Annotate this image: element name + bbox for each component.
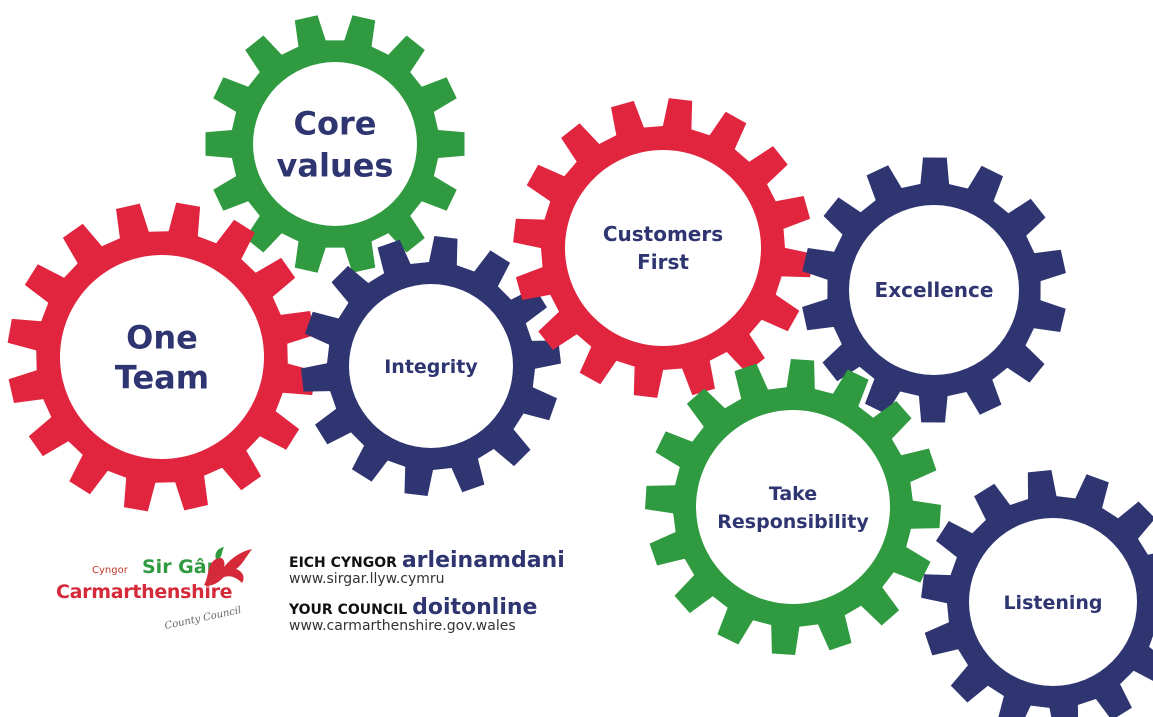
gear-listening-center [969,518,1137,686]
welsh-prefix: EICH CYNGOR [289,555,397,571]
welsh-url: www.sirgar.llyw.cymru [289,571,445,587]
dragon-icon [204,547,252,586]
gear-one-team-label: Team [115,359,209,397]
gear-excellence-label: Excellence [875,278,994,302]
english-url: www.carmarthenshire.gov.wales [289,618,516,634]
english-slogan: YOUR COUNCIL doitonline [289,595,609,620]
gear-excellence: Excellence [802,157,1066,423]
gear-customers-first-label: First [637,250,689,274]
gear-one-team-center [60,255,264,459]
do-it-online-block: EICH CYNGOR arleinamdani www.sirgar.llyw… [289,548,609,634]
gear-core-values-label: values [277,147,394,185]
gear-listening-label: Listening [1003,592,1102,614]
carmarthenshire-logo: Cyngor Sir Gâr Carmarthenshire County Co… [56,545,266,645]
gear-one-team-label: One [126,319,198,357]
gear-take-responsibility-label: Responsibility [717,511,869,533]
english-brand: doitonline [412,595,538,620]
welsh-brand: arleinamdani [401,548,565,573]
gear-core-values-center [253,62,417,226]
gear-core-values: Core values [205,15,465,273]
english-prefix: YOUR COUNCIL [289,602,408,618]
gear-customers-first-label: Customers [603,222,723,246]
logo-county-council-text: County Council [163,605,243,632]
gear-integrity: Integrity [301,236,561,496]
logo-sir-gar-text: Sir Gâr [142,556,216,578]
gear-listening: Listening [921,470,1153,717]
gear-integrity-label: Integrity [384,356,478,378]
gear-excellence-center [849,205,1019,375]
logo-carmarthenshire-text: Carmarthenshire [56,581,233,603]
gear-integrity-center [349,284,513,448]
welsh-slogan: EICH CYNGOR arleinamdani [289,548,609,573]
gear-take-responsibility-label: Take [769,483,817,505]
gear-customers-first-center [565,150,761,346]
gear-take-responsibility-center [696,410,890,604]
gear-core-values-label: Core [294,105,377,143]
logo-cyngor-text: Cyngor [92,565,128,576]
